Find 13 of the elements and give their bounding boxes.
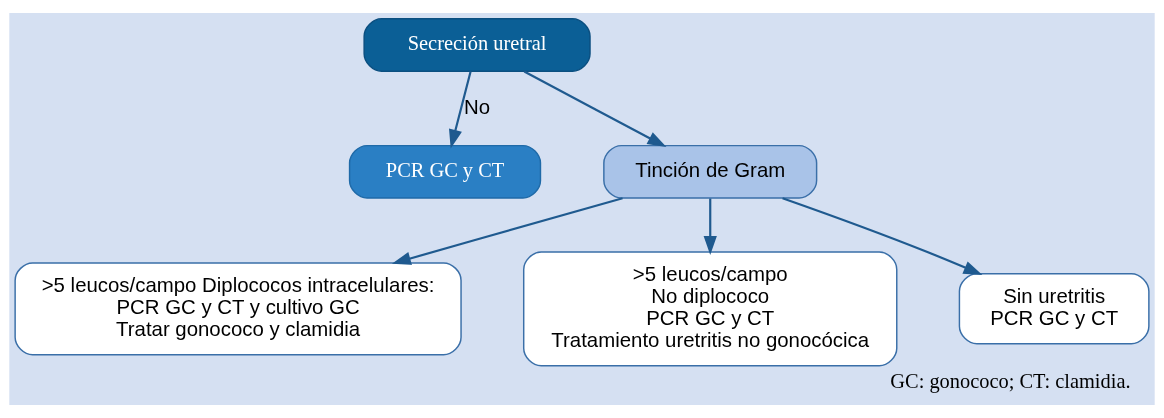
node-box: Sin uretritis PCR GC y CT	[958, 273, 1150, 345]
edge-label: No	[464, 95, 491, 118]
arrow	[782, 197, 983, 276]
node-box: Tinción de Gram	[603, 144, 818, 199]
arrow	[449, 71, 472, 149]
node-box: PCR GC y CT	[348, 144, 542, 199]
node-box: Secreción uretral	[363, 18, 591, 73]
node-box: >5 leucos/campo No diplococo PCR GC y CT Tratamiento uretritis no gonocócica	[523, 251, 898, 367]
node-box: >5 leucos/campo Diplococos intracelulares: PCR GC y CT y cultivo GC Tratar gonococo y clamidia	[14, 262, 462, 356]
arrow	[523, 70, 667, 148]
arrow	[391, 197, 623, 265]
caption: GC: gonococo; CT: clamidia.	[890, 369, 1131, 392]
arrow	[703, 198, 717, 256]
